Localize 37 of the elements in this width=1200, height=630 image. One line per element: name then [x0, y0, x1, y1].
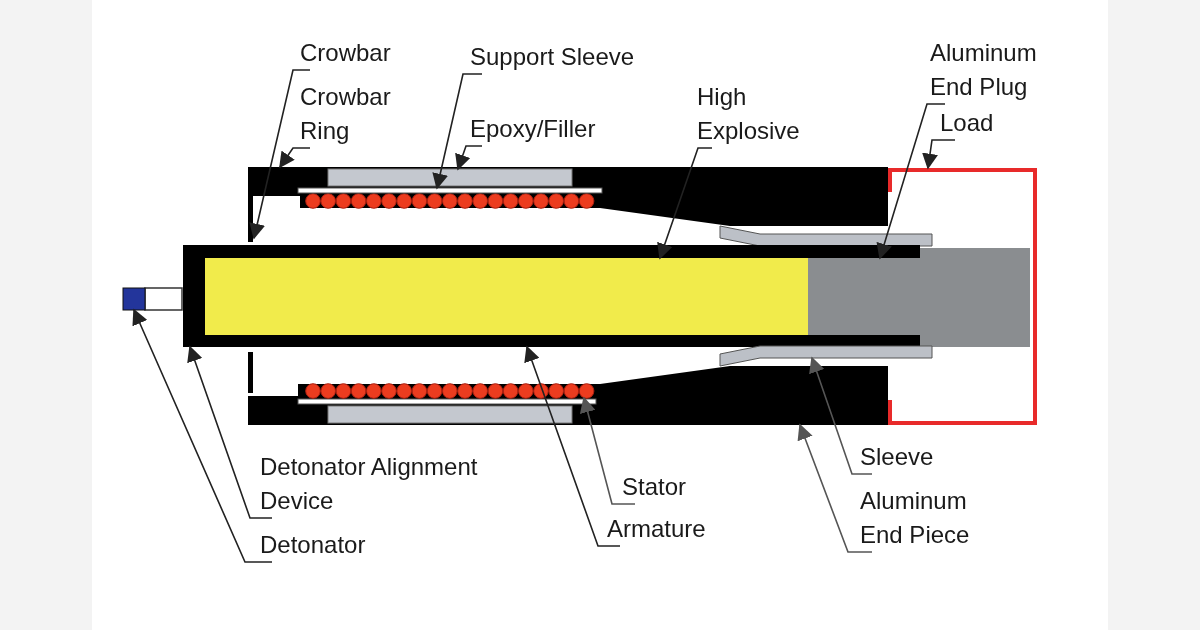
end-plug: [808, 248, 1030, 347]
part-label: Load: [940, 106, 1030, 140]
leader-line: [809, 356, 873, 475]
part-label: Support Sleeve: [470, 40, 690, 74]
part-label: Aluminum End Plug: [930, 36, 1060, 104]
part-label: Stator: [622, 470, 722, 504]
part-label: High Explosive: [697, 80, 827, 148]
leader-line: [524, 345, 621, 547]
detonator-drawing: [122, 287, 183, 311]
end-piece: [600, 366, 888, 425]
armature-tube: [205, 245, 920, 347]
part-label: Detonator Alignment Device: [260, 450, 530, 518]
leader-line: [876, 103, 946, 260]
leader-line: [797, 423, 873, 553]
leader-line: [249, 69, 311, 240]
part-label: Crowbar Ring: [300, 80, 410, 148]
sleeve-strip: [297, 187, 603, 194]
end-cap: [183, 245, 205, 347]
part-label: Epoxy/Filler: [470, 112, 650, 146]
coil-drawing: [305, 383, 595, 399]
part-label: Armature: [607, 512, 737, 546]
filler-band: [327, 168, 573, 187]
part-label: Aluminum End Piece: [860, 484, 990, 552]
leader-line: [432, 73, 483, 190]
leader-line: [279, 147, 311, 169]
leader-line: [922, 139, 956, 170]
leader-line: [579, 396, 636, 505]
part-label: Crowbar: [300, 36, 440, 70]
part-label: Detonator: [260, 528, 420, 562]
crowbar-ring: [248, 167, 300, 196]
load-bracket: [888, 168, 1037, 425]
leader-line: [455, 145, 483, 171]
leader-line: [132, 308, 273, 563]
leader-line: [187, 345, 273, 519]
part-label: Sleeve: [860, 440, 980, 474]
sleeve: [719, 345, 933, 367]
leader-line: [657, 147, 713, 260]
